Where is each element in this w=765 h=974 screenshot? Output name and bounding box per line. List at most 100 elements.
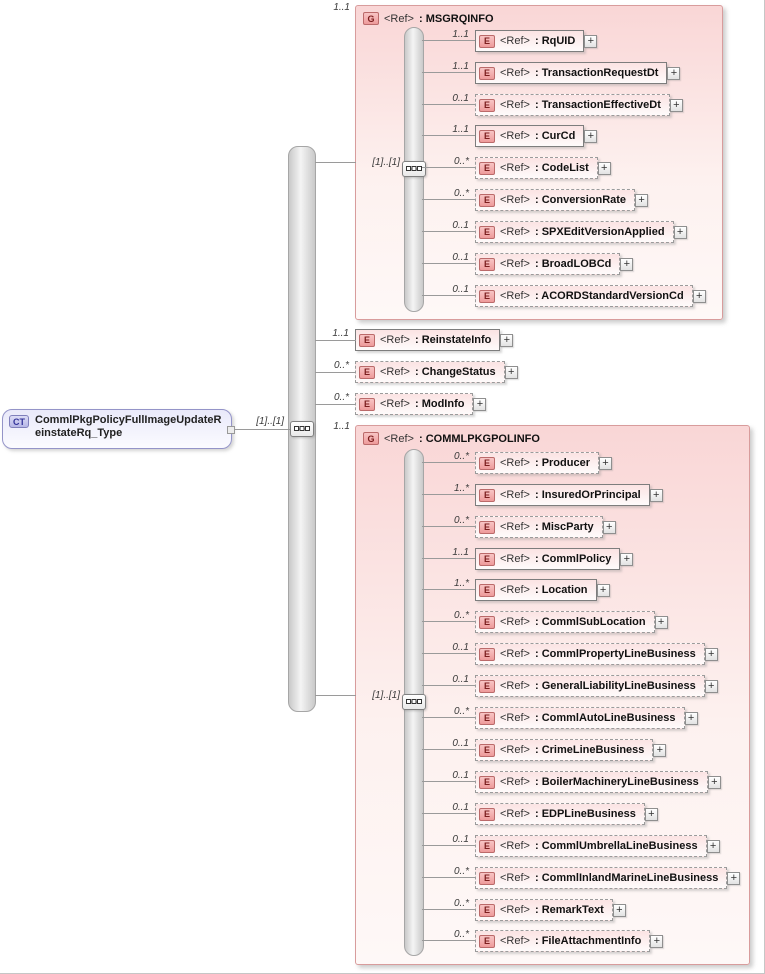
- element-badge: E: [479, 34, 495, 48]
- expand-icon[interactable]: +: [673, 225, 687, 239]
- collapse-handle[interactable]: [227, 426, 235, 434]
- expand-icon[interactable]: +: [504, 365, 518, 379]
- occurrence-label: 0..*: [453, 928, 469, 940]
- occurrence-label: 0..*: [453, 450, 469, 462]
- element-name: : RqUID: [534, 35, 576, 47]
- element-badge: E: [479, 488, 495, 502]
- expand-icon[interactable]: +: [706, 839, 720, 853]
- element-box[interactable]: E <Ref> : CurCd: [475, 125, 585, 147]
- element-box[interactable]: E <Ref> : CommlUmbrellaLineBusiness: [475, 835, 707, 857]
- expand-icon[interactable]: +: [500, 333, 514, 347]
- element-box[interactable]: E <Ref> : RemarkText: [475, 899, 613, 921]
- group-box-commlpkgpolinfo[interactable]: G <Ref> : COMMLPKGPOLINFO [1]..[1] 0..* …: [355, 425, 750, 965]
- expand-icon[interactable]: +: [727, 871, 741, 885]
- element-box[interactable]: E <Ref> : CommlInlandMarineLineBusiness: [475, 867, 728, 889]
- occurrence-label: 0..1: [452, 251, 469, 263]
- expand-icon[interactable]: +: [473, 397, 487, 411]
- element-box[interactable]: E <Ref> : ConversionRate: [475, 189, 636, 211]
- ref-label: <Ref>: [500, 457, 530, 469]
- expand-icon[interactable]: +: [612, 903, 626, 917]
- occurrence-label: 1..1: [332, 327, 349, 339]
- element-name: : InsuredOrPrincipal: [534, 489, 641, 501]
- element-box[interactable]: E <Ref> : Location: [475, 579, 597, 601]
- element-row-crimelinebusiness: 0..1 E <Ref> : CrimeLineBusiness +: [421, 738, 667, 761]
- ref-label: <Ref>: [500, 935, 530, 947]
- element-box[interactable]: E <Ref> : Producer: [475, 452, 599, 474]
- element-badge: E: [359, 397, 375, 411]
- expand-icon[interactable]: +: [653, 743, 667, 757]
- element-box[interactable]: E <Ref> : BroadLOBCd: [475, 253, 621, 275]
- element-box[interactable]: E <Ref> : InsuredOrPrincipal: [475, 484, 650, 506]
- element-box[interactable]: E <Ref> : ChangeStatus: [355, 361, 505, 383]
- element-box[interactable]: E <Ref> : FileAttachmentInfo: [475, 930, 651, 952]
- element-row-generalliabilitylinebusiness: 0..1 E <Ref> : GeneralLiabilityLineBusin…: [421, 673, 718, 697]
- root-type-box[interactable]: CT CommlPkgPolicyFullImageUpdateReinstat…: [2, 409, 235, 449]
- expand-icon[interactable]: +: [654, 615, 668, 629]
- element-box[interactable]: E <Ref> : CodeList: [475, 157, 598, 179]
- group-box-msgrqinfo[interactable]: G <Ref> : MSGRQINFO [1]..[1] 1..1 E <Ref…: [355, 5, 723, 320]
- element-box[interactable]: E <Ref> : CommlAutoLineBusiness: [475, 707, 685, 729]
- expand-icon[interactable]: +: [684, 711, 698, 725]
- complex-type-badge: CT: [9, 415, 29, 428]
- element-box[interactable]: E <Ref> : TransactionEffectiveDt: [475, 94, 670, 116]
- expand-icon[interactable]: +: [644, 807, 658, 821]
- expand-icon[interactable]: +: [597, 161, 611, 175]
- sequence-occurrence-label: [1]..[1]: [372, 157, 400, 168]
- expand-icon[interactable]: +: [596, 583, 610, 597]
- expand-icon[interactable]: +: [667, 66, 681, 80]
- expand-icon[interactable]: +: [635, 193, 649, 207]
- element-box[interactable]: E <Ref> : EDPLineBusiness: [475, 803, 645, 825]
- element-box[interactable]: E <Ref> : CommlSubLocation: [475, 611, 655, 633]
- element-name: : GeneralLiabilityLineBusiness: [534, 680, 696, 692]
- expand-icon[interactable]: +: [707, 775, 721, 789]
- occurrence-label: 0..1: [452, 801, 469, 813]
- element-box[interactable]: E <Ref> : SPXEditVersionApplied: [475, 221, 674, 243]
- element-box[interactable]: E <Ref> : TransactionRequestDt: [475, 62, 668, 84]
- sequence-icon[interactable]: [402, 694, 426, 710]
- sequence-glyph: [294, 426, 310, 431]
- expand-icon[interactable]: +: [584, 34, 598, 48]
- element-box[interactable]: E <Ref> : CrimeLineBusiness: [475, 739, 654, 761]
- element-badge: E: [479, 98, 495, 112]
- element-box[interactable]: E <Ref> : MiscParty: [475, 516, 603, 538]
- expand-icon[interactable]: +: [620, 257, 634, 271]
- element-row-insuredorprincipal: 1..* E <Ref> : InsuredOrPrincipal +: [421, 483, 663, 506]
- sequence-occurrence-label: [1]..[1]: [372, 690, 400, 701]
- ref-label: <Ref>: [500, 776, 530, 788]
- expand-icon[interactable]: +: [692, 289, 706, 303]
- element-box[interactable]: E <Ref> : ReinstateInfo: [355, 329, 501, 351]
- element-box[interactable]: E <Ref> : CommlPolicy: [475, 548, 621, 570]
- element-row-commlautolinebusiness: 0..* E <Ref> : CommlAutoLineBusiness +: [421, 706, 698, 729]
- expand-icon[interactable]: +: [598, 456, 612, 470]
- element-row-location: 1..* E <Ref> : Location +: [421, 578, 610, 601]
- occurrence-label: 0..1: [452, 673, 469, 685]
- sequence-icon[interactable]: [402, 161, 426, 177]
- ref-label: <Ref>: [500, 680, 530, 692]
- element-row-broadlobcd: 0..1 E <Ref> : BroadLOBCd +: [421, 251, 634, 275]
- element-box[interactable]: E <Ref> : ModInfo: [355, 393, 474, 415]
- expand-icon[interactable]: +: [704, 647, 718, 661]
- element-badge: E: [479, 934, 495, 948]
- element-badge: E: [479, 66, 495, 80]
- expand-icon[interactable]: +: [649, 488, 663, 502]
- sequence-icon-main[interactable]: [290, 421, 314, 437]
- element-box[interactable]: E <Ref> : CommlPropertyLineBusiness: [475, 643, 705, 665]
- expand-icon[interactable]: +: [584, 129, 598, 143]
- element-box[interactable]: E <Ref> : GeneralLiabilityLineBusiness: [475, 675, 705, 697]
- element-name: : ConversionRate: [534, 194, 627, 206]
- expand-icon[interactable]: +: [602, 520, 616, 534]
- occurrence-label: 0..*: [333, 359, 349, 371]
- occurrence-label: 0..*: [453, 155, 469, 167]
- element-box[interactable]: E <Ref> : ACORDStandardVersionCd: [475, 285, 693, 307]
- expand-icon[interactable]: +: [620, 552, 634, 566]
- ref-label: <Ref>: [380, 334, 410, 346]
- occurrence-label: 0..*: [333, 391, 349, 403]
- expand-icon[interactable]: +: [704, 679, 718, 693]
- ref-label: <Ref>: [500, 226, 530, 238]
- element-box[interactable]: E <Ref> : BoilerMachineryLineBusiness: [475, 771, 708, 793]
- occurrence-label: 0..1: [452, 833, 469, 845]
- expand-icon[interactable]: +: [669, 98, 683, 112]
- expand-icon[interactable]: +: [650, 934, 664, 948]
- element-box[interactable]: E <Ref> : RqUID: [475, 30, 585, 52]
- element-row-codelist: 0..* E <Ref> : CodeList +: [421, 155, 611, 179]
